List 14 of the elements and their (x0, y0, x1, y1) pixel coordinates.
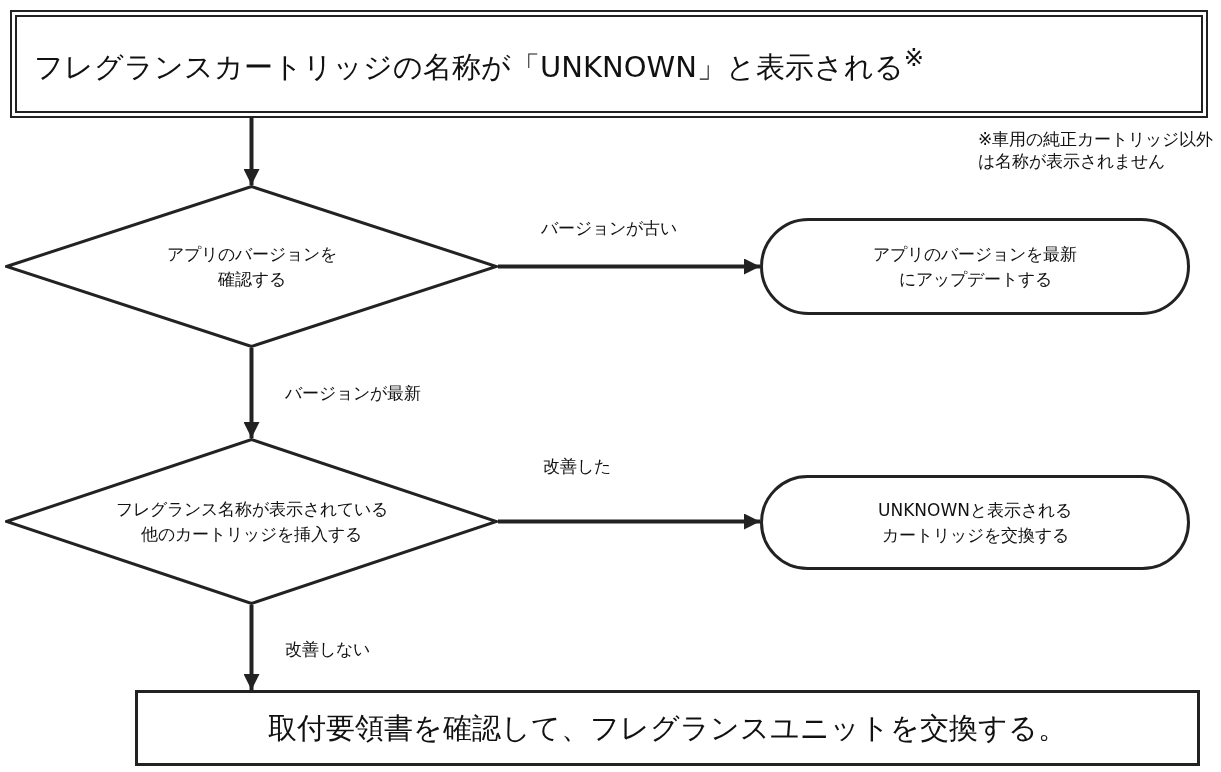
arrow (243, 348, 260, 438)
arrow (498, 513, 760, 530)
terminal-box: UNKNOWNと表示されるカートリッジを交換する (760, 475, 1190, 570)
edge-label: バージョンが古い (538, 217, 680, 240)
terminal-box: アプリのバージョンを最新にアップデートする (760, 218, 1190, 315)
arrow (498, 258, 760, 275)
decision-diamond: アプリのバージョンを確認する (5, 185, 498, 348)
result-box: 取付要領書を確認して、フレグランスユニットを交換する。 (135, 690, 1200, 766)
decision-diamond: フレグランス名称が表示されている他のカートリッジを挿入する (5, 438, 498, 605)
arrow (243, 118, 260, 185)
edge-label: 改善しない (282, 638, 373, 661)
edge-label: バージョンが最新 (282, 382, 424, 405)
arrow (243, 605, 260, 690)
title-box: フレグランスカートリッジの名称が「UNKNOWN」と表示される$^{※}$ (10, 10, 1208, 118)
